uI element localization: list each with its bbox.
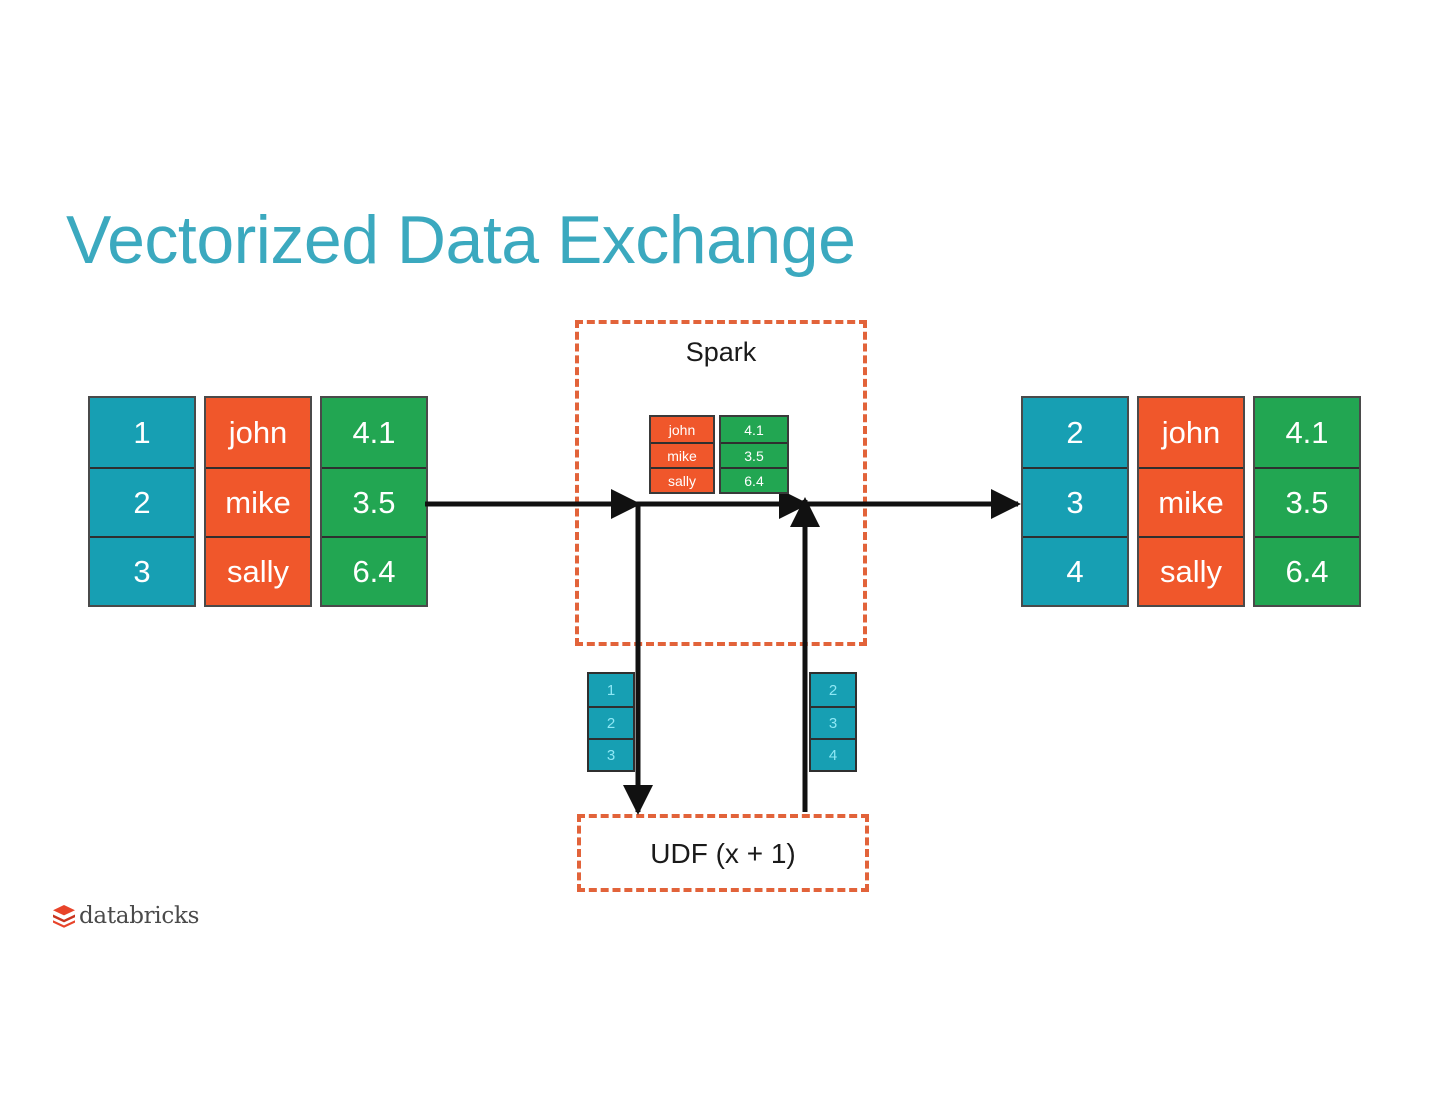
output-column-value: 4.1 3.5 6.4	[1253, 396, 1361, 607]
table-cell: 1	[90, 398, 194, 467]
databricks-stack-icon	[53, 905, 75, 928]
table-cell: 3	[589, 738, 633, 770]
table-cell: john	[206, 398, 310, 467]
table-cell: 6.4	[322, 536, 426, 605]
table-cell: 6.4	[721, 467, 787, 492]
input-dataframe-table: 1 2 3 john mike sally 4.1 3.5 6.4	[88, 396, 428, 607]
spark-column-name: john mike sally	[649, 415, 715, 494]
output-column-id: 2 3 4	[1021, 396, 1129, 607]
table-cell: 4	[811, 738, 855, 770]
output-dataframe-table: 2 3 4 john mike sally 4.1 3.5 6.4	[1021, 396, 1361, 607]
table-cell: 3	[90, 536, 194, 605]
databricks-logo-text: databricks	[79, 903, 200, 929]
table-cell: mike	[206, 467, 310, 536]
udf-output-column: 2 3 4	[809, 672, 857, 772]
table-cell: 2	[90, 467, 194, 536]
udf-boundary-box	[577, 814, 869, 892]
table-cell: mike	[651, 442, 713, 467]
table-cell: 1	[589, 674, 633, 706]
output-column-name: john mike sally	[1137, 396, 1245, 607]
table-cell: john	[1139, 398, 1243, 467]
table-cell: 2	[811, 674, 855, 706]
table-cell: 3.5	[322, 467, 426, 536]
table-cell: 6.4	[1255, 536, 1359, 605]
table-cell: 3	[1023, 467, 1127, 536]
table-cell: 2	[589, 706, 633, 738]
table-cell: 4	[1023, 536, 1127, 605]
table-cell: 3.5	[1255, 467, 1359, 536]
spark-boundary-box	[575, 320, 867, 646]
table-cell: 4.1	[1255, 398, 1359, 467]
table-cell: 3	[811, 706, 855, 738]
spark-retained-table: john mike sally 4.1 3.5 6.4	[649, 415, 789, 494]
table-cell: sally	[206, 536, 310, 605]
spark-column-value: 4.1 3.5 6.4	[719, 415, 789, 494]
table-cell: 4.1	[721, 417, 787, 442]
databricks-logo: databricks	[52, 903, 199, 929]
input-column-id: 1 2 3	[88, 396, 196, 607]
udf-input-column: 1 2 3	[587, 672, 635, 772]
spark-label: Spark	[685, 337, 757, 367]
table-cell: 3.5	[721, 442, 787, 467]
page-title: Vectorized Data Exchange	[66, 202, 856, 278]
table-cell: sally	[1139, 536, 1243, 605]
table-cell: sally	[651, 467, 713, 492]
input-column-name: john mike sally	[204, 396, 312, 607]
udf-label: UDF (x + 1)	[650, 838, 796, 869]
table-cell: john	[651, 417, 713, 442]
table-cell: 2	[1023, 398, 1127, 467]
input-column-value: 4.1 3.5 6.4	[320, 396, 428, 607]
table-cell: mike	[1139, 467, 1243, 536]
table-cell: 4.1	[322, 398, 426, 467]
